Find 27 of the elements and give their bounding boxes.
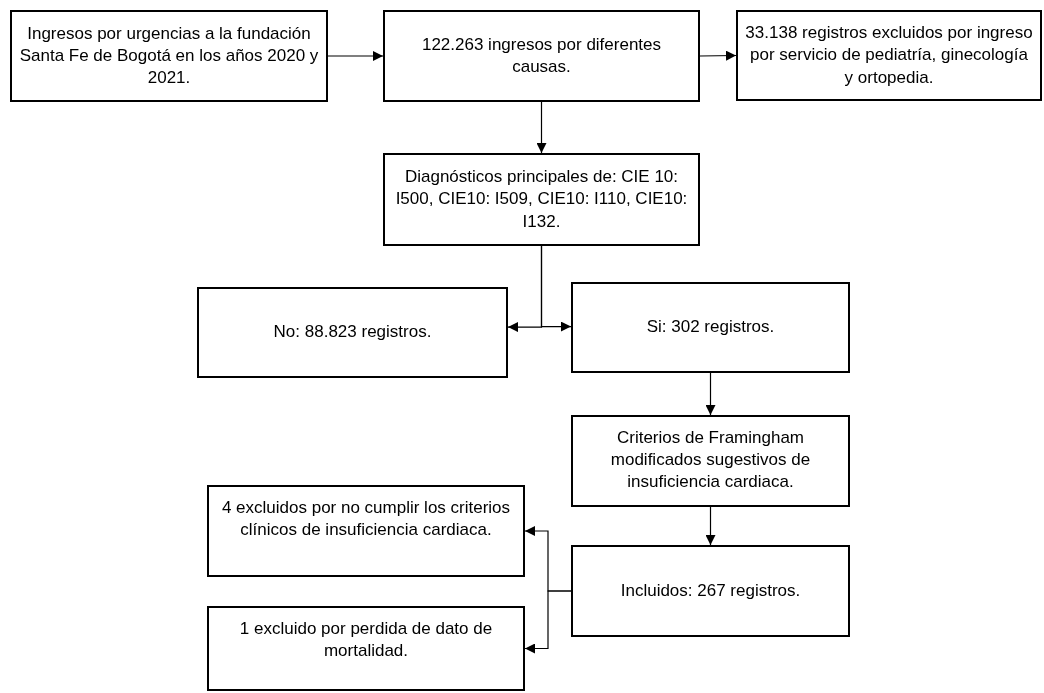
- box-text: Criterios de Framingham modificados sugestivos de insuficiencia cardiaca.: [609, 427, 812, 494]
- arrow: [705, 372, 716, 416]
- box-text: 4 excluidos por no cumplir los criterios clínicos de insuficiencia cardiaca.: [220, 497, 512, 542]
- arrow: [705, 506, 716, 546]
- arrow: [699, 50, 737, 61]
- arrow: [540, 245, 572, 332]
- process-box: [383, 10, 700, 102]
- box-text: 122.263 ingresos por diferentes causas.: [420, 33, 663, 78]
- box-text: Diagnósticos principales de: CIE 10: I500, CIE10: I509, CIE10: I110, CIE10: I132.: [394, 166, 689, 233]
- box-text: Si: 302 registros.: [646, 316, 775, 339]
- process-box: [383, 153, 700, 246]
- exclusion-box: [207, 485, 525, 577]
- process-box: [10, 10, 328, 102]
- process-box: [571, 415, 850, 507]
- arrow: [536, 101, 547, 154]
- box-text: 33.138 registros excluidos por ingreso por servicio de pediatría, ginecología y ortopedia.: [744, 22, 1034, 89]
- box-text: Incluidos: 267 registros.: [620, 579, 801, 602]
- box-text: 1 excluido por perdida de dato de mortalidad.: [238, 618, 494, 663]
- arrow: [327, 51, 384, 61]
- box-text: Ingresos por urgencias a la fundación Santa Fe de Bogotá en los años 2020 y 2021.: [18, 22, 320, 90]
- box-text: No: 88.823 registros.: [273, 321, 432, 344]
- exclusion-box: [207, 606, 525, 691]
- decision-outcome-box: [571, 282, 850, 373]
- arrow: [524, 590, 572, 654]
- process-box: [571, 545, 850, 637]
- exclusion-box: [736, 10, 1042, 101]
- decision-outcome-box: [197, 287, 508, 378]
